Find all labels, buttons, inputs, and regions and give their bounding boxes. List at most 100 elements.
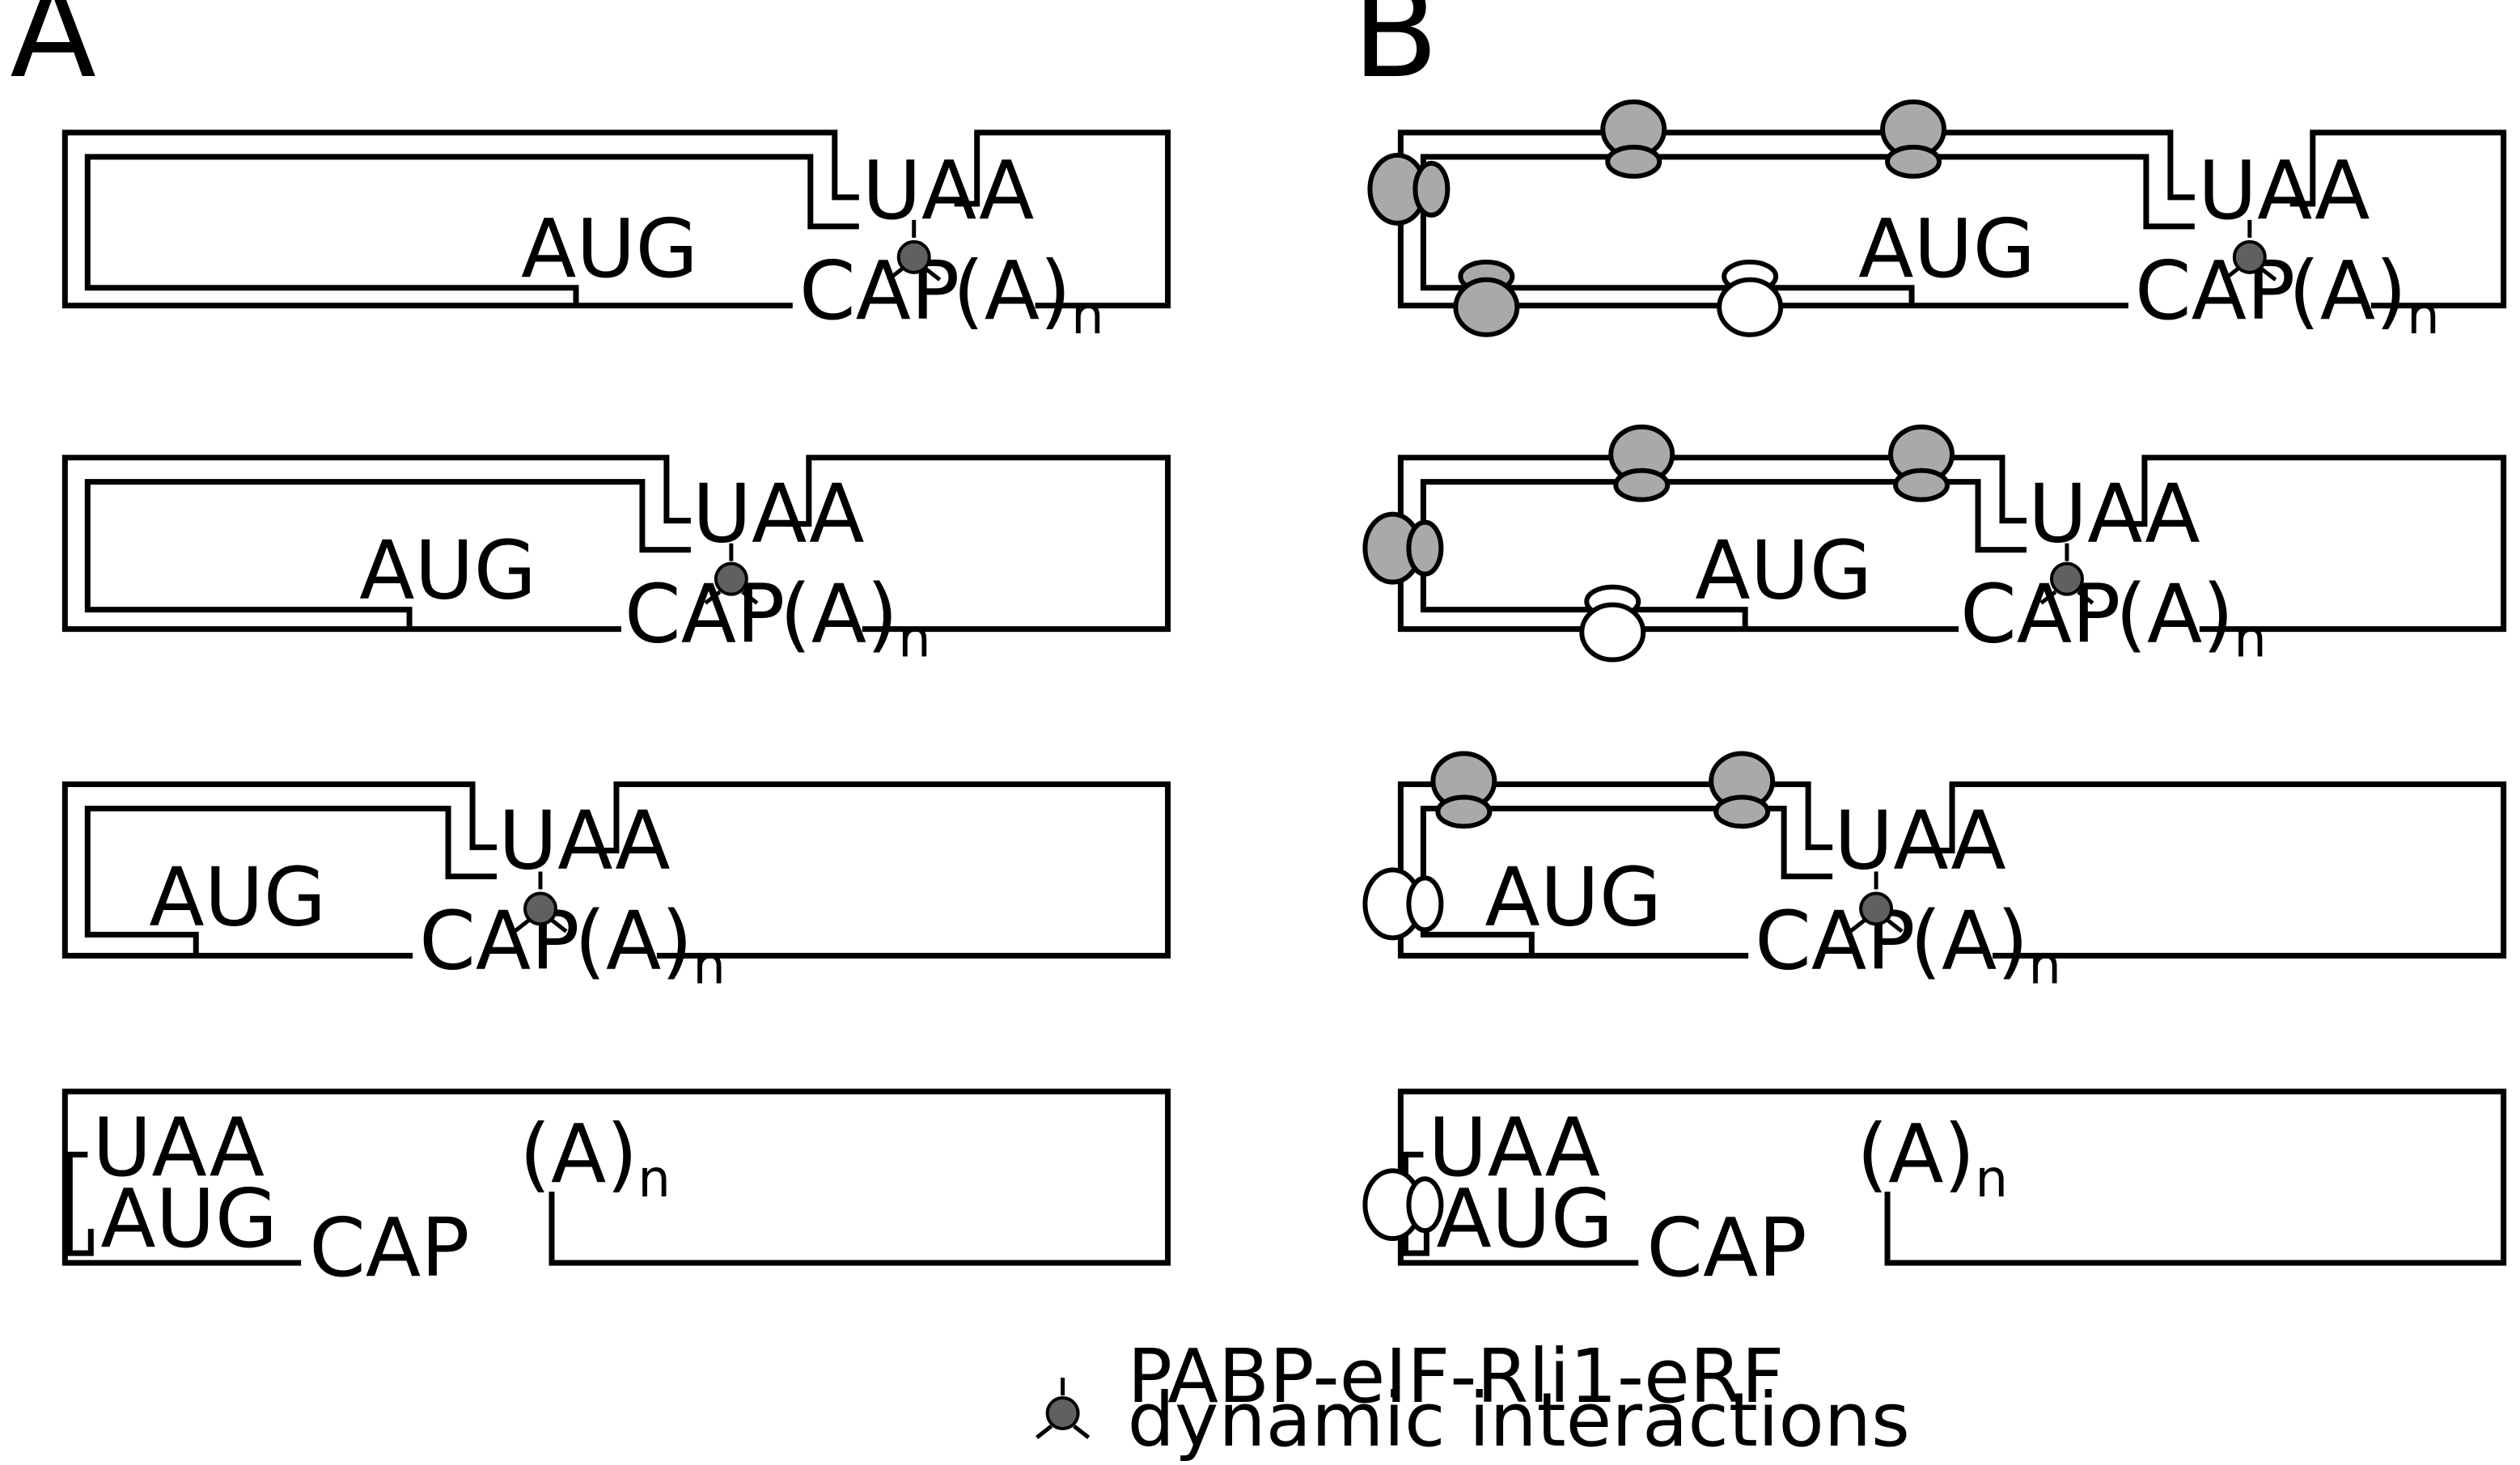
mrna-strand	[1402, 1151, 1429, 1256]
ribosome-free	[1717, 259, 1784, 337]
mrna-strand	[1420, 154, 2195, 306]
aug-label: AUG	[100, 1171, 277, 1266]
polya-subscript: n	[2028, 936, 2061, 996]
mrna-strand	[61, 129, 859, 309]
polya-text: (A)	[953, 243, 1071, 338]
panel-a-row-4: UAA AUG CAP (A)n	[61, 1088, 1171, 1295]
polya-label: (A)n	[519, 1107, 671, 1209]
complex-icon	[2039, 543, 2094, 605]
mrna-strand	[591, 781, 1171, 959]
complex-icon	[704, 543, 759, 605]
polya-text: (A)	[780, 567, 898, 662]
mrna-strand	[1928, 781, 2507, 959]
legend: PABP-eIF-Rli1-eRF dynamic interactions	[1036, 1333, 1910, 1463]
panel-a-row-2: UAA AUG CAP (A)n	[61, 455, 1171, 670]
polya-text: (A)	[1857, 1107, 1975, 1201]
uaa-label: UAA	[862, 143, 1035, 238]
complex-icon	[2222, 219, 2277, 282]
panel-b-row-4: UAA AUG CAP (A)n	[1362, 1088, 2507, 1295]
uaa-label: UAA	[498, 793, 671, 887]
mrna-strand	[84, 154, 859, 306]
aug-label: AUG	[1484, 849, 1662, 944]
aug-label: AUG	[1436, 1171, 1613, 1266]
panel-label-a: A	[10, 0, 96, 106]
polya-text: (A)	[2116, 567, 2234, 662]
polya-subscript: n	[692, 936, 726, 996]
polya-subscript: n	[2407, 286, 2440, 346]
uaa-label: UAA	[92, 1100, 265, 1195]
polya-subscript: n	[898, 610, 931, 670]
panel-label-b: B	[1352, 0, 1438, 106]
complex-icon	[1849, 871, 1904, 934]
polya-label: (A)n	[1857, 1107, 2008, 1209]
uaa-label: UAA	[1428, 1100, 1600, 1195]
complex-icon	[887, 219, 942, 282]
ribosome-active	[1888, 424, 1955, 502]
legend-line-1: PABP-eIF-Rli1-eRF	[1128, 1333, 1785, 1420]
polya-text: (A)	[574, 893, 692, 988]
complex-icon	[513, 871, 568, 934]
mrna-strand	[1397, 129, 2195, 309]
mrna-strand	[1420, 805, 1833, 956]
panel-a-row-3: UAA AUG CAP (A)n	[61, 781, 1171, 996]
ribosome-active	[1709, 751, 1776, 829]
mrna-strand	[1397, 455, 2027, 633]
mrna-strand	[2121, 455, 2507, 633]
mrna-strand	[1420, 479, 2027, 629]
ribosome-free	[1362, 1168, 1444, 1242]
aug-label: AUG	[149, 849, 326, 944]
panel-b: UAA AUG CAP (A)n	[1362, 99, 2507, 1295]
aug-label: AUG	[1858, 201, 2035, 296]
mrna-strand	[84, 479, 691, 629]
ribosome-active	[1453, 259, 1520, 337]
mrna-strand	[2289, 129, 2507, 309]
polya-label: (A)n	[780, 567, 931, 670]
panel-a: UAA AUG CAP (A)n UAA AUG CAP (A)n	[61, 129, 1171, 1295]
polya-label: (A)n	[953, 243, 1104, 346]
polya-subscript: n	[637, 1150, 671, 1209]
panel-b-row-3: UAA AUG CAP (A)n	[1362, 751, 2507, 996]
ribosome-active	[1880, 99, 1947, 179]
uaa-label: UAA	[2028, 467, 2200, 561]
polya-subscript: n	[2234, 610, 2267, 670]
cap-label: CAP	[309, 1200, 469, 1295]
uaa-label: UAA	[1834, 793, 2006, 887]
uaa-label: UAA	[692, 467, 865, 561]
cap-label: CAP	[799, 243, 959, 338]
aug-label: AUG	[521, 201, 698, 296]
cap-label: CAP	[625, 567, 785, 662]
cap-label: CAP	[2135, 243, 2295, 338]
mrna-strand	[84, 805, 498, 956]
ribosome-active	[1430, 751, 1497, 829]
mrna-strand	[786, 455, 1171, 633]
aug-label: AUG	[1695, 523, 1872, 618]
mrna-strand	[61, 1088, 1171, 1266]
polya-subscript: n	[1975, 1150, 2008, 1209]
polya-label: (A)n	[2116, 567, 2267, 670]
mrna-strand	[1397, 781, 1833, 959]
panel-a-row-1: UAA AUG CAP (A)n	[61, 129, 1171, 346]
polya-label: (A)n	[574, 893, 726, 996]
cap-label: CAP	[1646, 1200, 1806, 1295]
polya-subscript: n	[1071, 286, 1104, 346]
polya-label: (A)n	[2289, 243, 2440, 346]
polya-text: (A)	[519, 1107, 637, 1201]
ribosome-active	[1608, 424, 1675, 502]
complex-legend-icon	[1036, 1378, 1091, 1439]
mrna-strand	[61, 455, 691, 633]
ribosome-active	[1362, 511, 1444, 585]
mrna-strand	[954, 129, 1171, 309]
mrna-strand	[61, 781, 498, 959]
polya-text: (A)	[1910, 893, 2028, 988]
ribosome-free	[1579, 584, 1646, 663]
ribosome-free	[1362, 867, 1444, 941]
polya-text: (A)	[2289, 243, 2407, 338]
uaa-label: UAA	[2198, 143, 2370, 238]
mrna-strand	[1397, 1088, 2507, 1266]
legend-line-2: dynamic interactions	[1128, 1377, 1910, 1463]
aug-label: AUG	[359, 523, 536, 618]
panel-b-row-2: UAA AUG CAP (A)n	[1362, 424, 2507, 670]
ribosome-active	[1600, 99, 1667, 179]
mrna-strand	[66, 1151, 94, 1256]
